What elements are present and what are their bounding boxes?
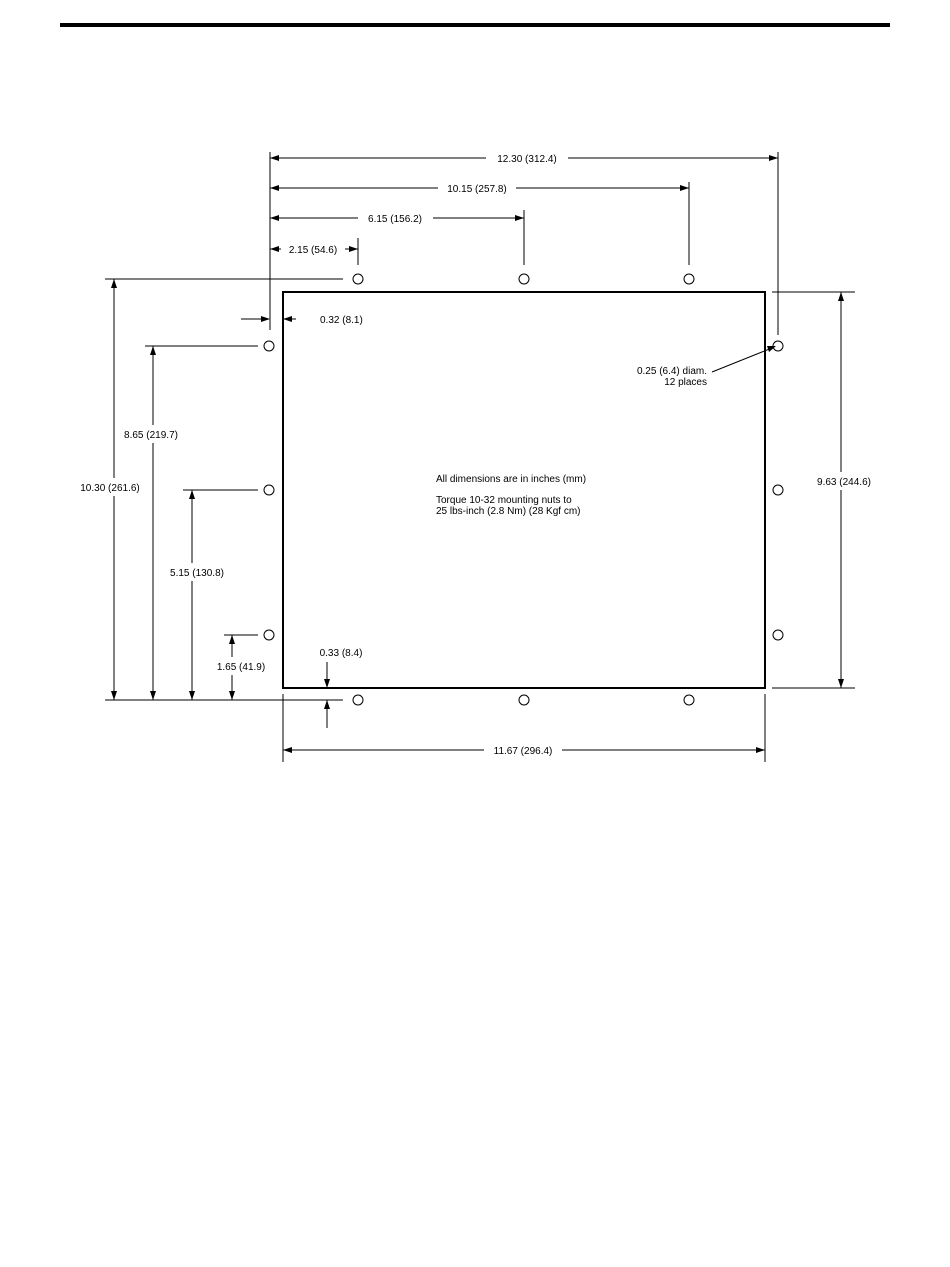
dim-9-63: 9.63 (244.6) <box>817 292 871 688</box>
dim-label-2-15: 2.15 (54.6) <box>289 245 337 256</box>
torque-note-line1: Torque 10-32 mounting nuts to <box>436 495 572 506</box>
dim-10-15: 10.15 (257.8) <box>270 184 689 195</box>
hole-callout-count: 12 places <box>664 377 707 388</box>
dim-label-0-32: 0.32 (8.1) <box>320 315 363 326</box>
dim-label-10-15: 10.15 (257.8) <box>447 184 507 195</box>
dim-label-8-65: 8.65 (219.7) <box>124 430 178 441</box>
mounting-hole <box>773 485 783 495</box>
dim-label-10-30: 10.30 (261.6) <box>80 483 140 494</box>
dim-label-11-67: 11.67 (296.4) <box>494 746 553 757</box>
dim-label-0-33: 0.33 (8.4) <box>320 648 363 659</box>
mounting-hole <box>519 695 529 705</box>
mounting-hole <box>353 695 363 705</box>
dim-label-12-30: 12.30 (312.4) <box>497 154 557 165</box>
dim-label-5-15: 5.15 (130.8) <box>170 568 224 579</box>
panel-outline <box>283 292 765 688</box>
dim-label-6-15: 6.15 (156.2) <box>368 214 422 225</box>
mounting-hole <box>684 274 694 284</box>
dim-6-15: 6.15 (156.2) <box>270 214 524 225</box>
dim-8-65: 8.65 (219.7) <box>124 346 178 700</box>
hole-callout-diameter: 0.25 (6.4) diam. <box>637 366 707 377</box>
drawing-notes: All dimensions are in inches (mm) Torque… <box>436 474 586 517</box>
dim-2-15: 2.15 (54.6) <box>270 245 358 256</box>
dim-label-1-65: 1.65 (41.9) <box>217 662 265 673</box>
mounting-hole <box>353 274 363 284</box>
dim-10-30: 10.30 (261.6) <box>80 279 140 700</box>
mounting-hole <box>773 630 783 640</box>
units-note: All dimensions are in inches (mm) <box>436 474 586 485</box>
mounting-hole <box>264 485 274 495</box>
mounting-hole <box>264 630 274 640</box>
mounting-hole <box>264 341 274 351</box>
dim-1-65: 1.65 (41.9) <box>217 635 265 700</box>
dim-11-67: 11.67 (296.4) <box>283 746 765 757</box>
mounting-hole <box>519 274 529 284</box>
mounting-hole <box>684 695 694 705</box>
dim-label-9-63: 9.63 (244.6) <box>817 477 871 488</box>
torque-note-line2: 25 lbs-inch (2.8 Nm) (28 Kgf cm) <box>436 506 581 517</box>
dim-12-30: 12.30 (312.4) <box>270 154 778 165</box>
